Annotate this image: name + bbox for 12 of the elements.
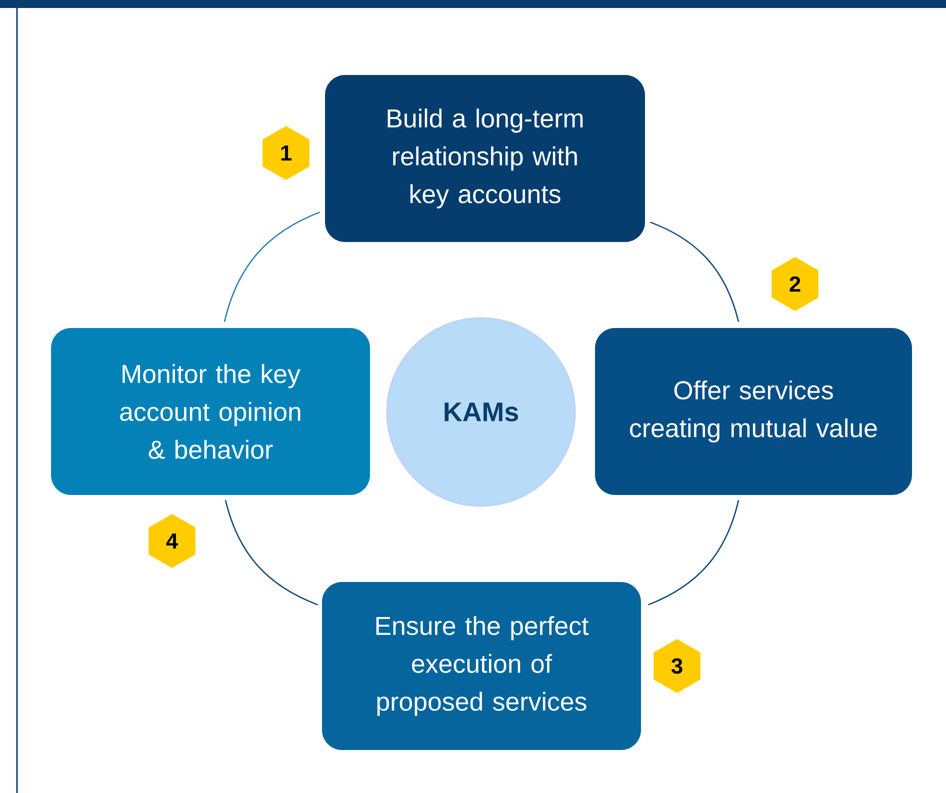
process-box: Monitor the key account opinion & behavior bbox=[51, 328, 370, 495]
process-box: Build a long-term relationship with key accounts bbox=[325, 75, 645, 242]
connector-arc bbox=[224, 212, 320, 322]
connector-arc bbox=[224, 500, 318, 606]
process-box: Offer services creating mutual value bbox=[595, 328, 912, 495]
number-badge: 4 bbox=[148, 514, 196, 568]
number-badge: 1 bbox=[262, 126, 310, 180]
number-badge: 2 bbox=[772, 257, 818, 311]
process-box: Ensure the perfect execution of proposed services bbox=[322, 582, 641, 750]
number-badge: 3 bbox=[654, 639, 700, 693]
connector-arc bbox=[648, 500, 740, 606]
connector-arc bbox=[650, 222, 740, 322]
